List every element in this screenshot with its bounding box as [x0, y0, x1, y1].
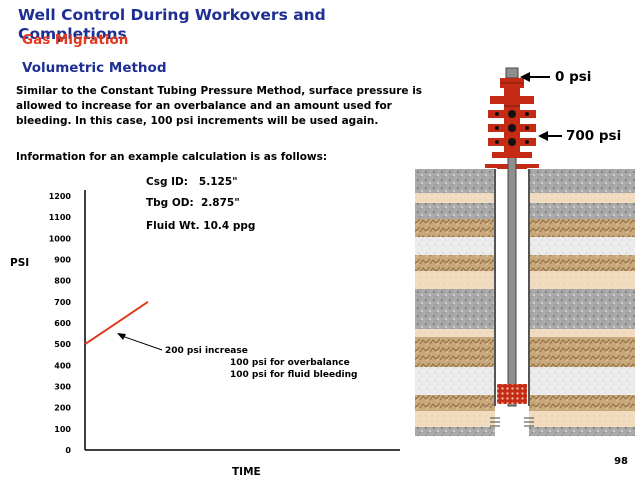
- y-tick-label: 400: [54, 361, 71, 370]
- annotation-arrowhead: [117, 333, 126, 340]
- y-tick-label: 900: [54, 256, 71, 265]
- wellhead-tree: [488, 67, 536, 158]
- series-line: [84, 301, 149, 345]
- y-tick-label: 800: [54, 277, 71, 286]
- page-number: 98: [614, 456, 628, 467]
- y-tick-label: 200: [54, 404, 71, 413]
- casing-pressure-label: 700 psi: [566, 128, 622, 144]
- y-tick-label: 1100: [49, 213, 72, 222]
- pressure-time-chart: 0 100 200 300 400 500 600 700 800 900 1000 1100 1200…: [10, 190, 400, 478]
- section-heading: Volumetric Method: [22, 60, 167, 76]
- slide-subtitle: Gas Migration: [22, 32, 129, 48]
- y-tick-label: 300: [54, 383, 71, 392]
- param-fluid-weight: Fluid Wt. 10.4 ppg: [146, 220, 256, 232]
- info-line: Information for an example calculation i…: [16, 151, 328, 163]
- description-paragraph: Similar to the Constant Tubing Pressure …: [16, 85, 423, 127]
- well-diagram: [415, 67, 635, 436]
- y-tick-label: 700: [54, 298, 71, 307]
- param-tubing-od: Tbg OD: 2.875": [146, 197, 240, 209]
- y-tick-label: 500: [54, 340, 71, 349]
- tubing-pressure-arrow: [520, 72, 550, 82]
- x-axis-label: TIME: [232, 466, 261, 478]
- slide-title: Well Control During Workovers and Comple…: [18, 6, 326, 43]
- wellbore: [485, 73, 539, 436]
- y-tick-label: 600: [54, 319, 71, 328]
- y-axis-label: PSI: [10, 257, 29, 269]
- param-casing-id: Csg ID: 5.125": [146, 176, 238, 188]
- tubing-pressure-label: 0 psi: [555, 69, 592, 85]
- y-tick-label: 1000: [49, 234, 72, 243]
- y-tick-label: 100: [54, 425, 71, 434]
- casing-pressure-arrow: [538, 131, 562, 141]
- annotation-overbalance: 100 psi for overbalance: [230, 358, 350, 368]
- y-tick-label: 1200: [49, 192, 72, 201]
- annotation-bleeding: 100 psi for fluid bleeding: [230, 370, 358, 380]
- annotation-arrow: [121, 335, 163, 351]
- annotation-main: 200 psi increase: [165, 346, 248, 356]
- y-tick-label: 0: [65, 446, 71, 455]
